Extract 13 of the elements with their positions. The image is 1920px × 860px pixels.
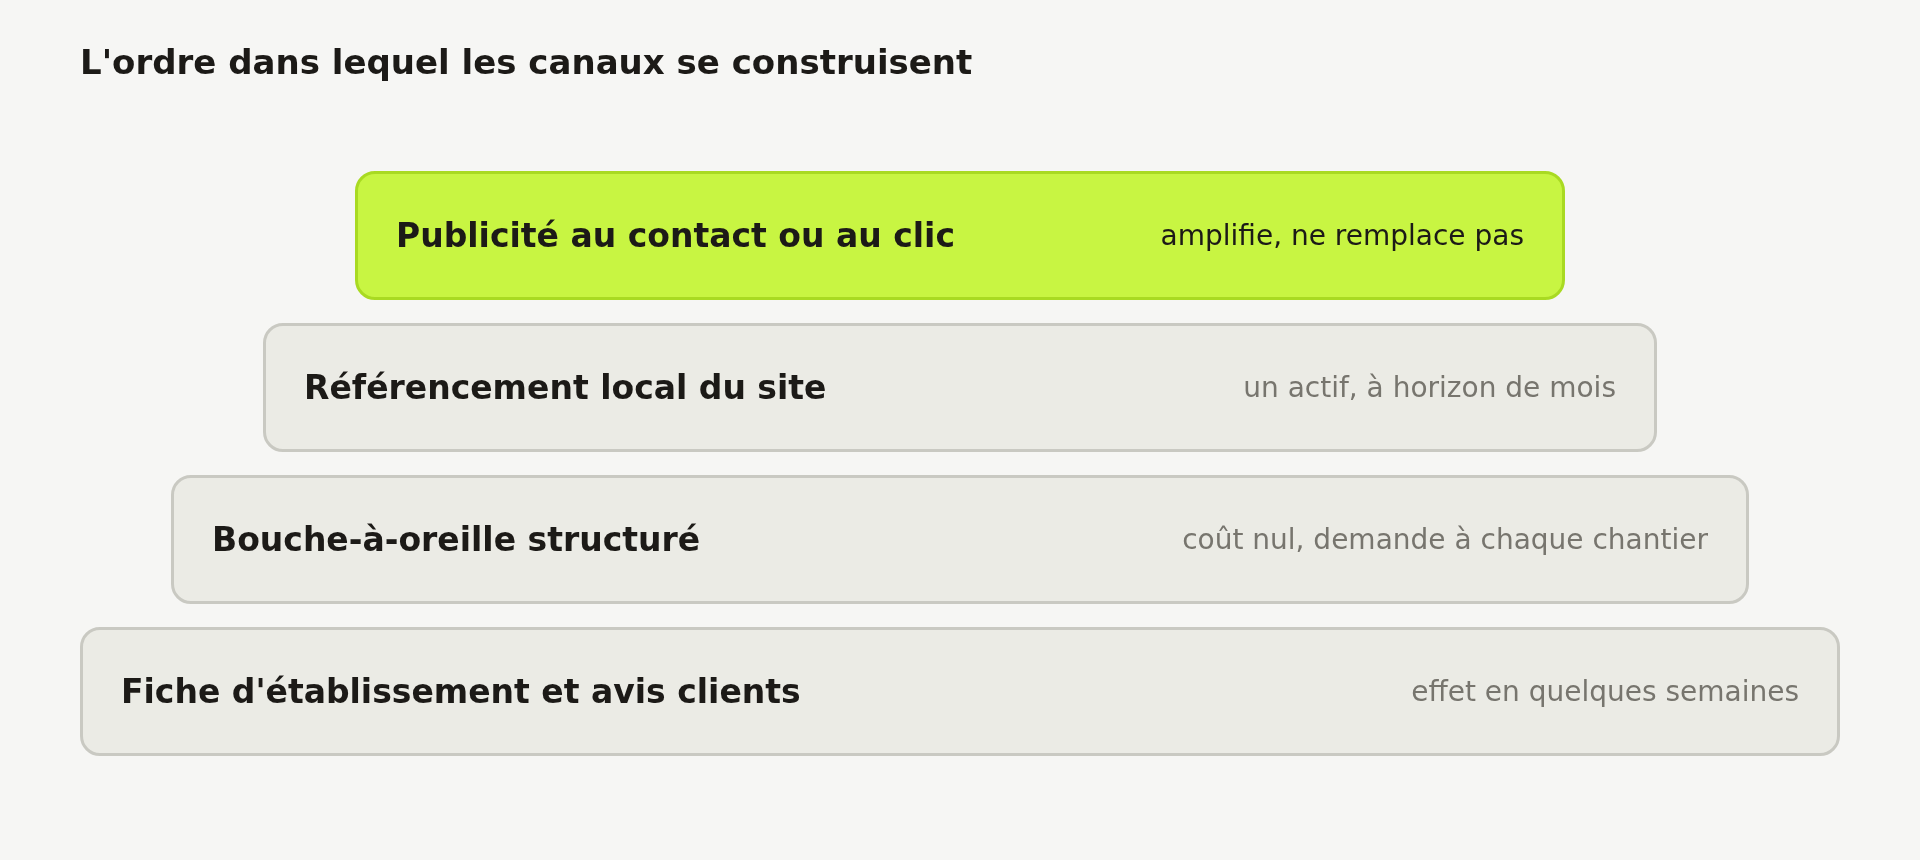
pyramid-tier [263, 323, 1657, 452]
tier-title: Bouche-à-oreille structuré [212, 520, 701, 559]
tier-note: amplifie, ne remplace pas [1160, 219, 1524, 252]
tier-title: Publicité au contact ou au clic [396, 216, 955, 255]
tier-note: un actif, à horizon de mois [1243, 371, 1616, 404]
tier-note: effet en quelques semaines [1411, 675, 1799, 708]
pyramid-tier [80, 627, 1840, 756]
pyramid-tier [171, 475, 1749, 604]
pyramid-tier [355, 171, 1565, 300]
tier-title: Référencement local du site [304, 368, 827, 407]
diagram-title: L'ordre dans lequel les canaux se construisent [80, 42, 973, 82]
tier-note: coût nul, demande à chaque chantier [1182, 523, 1708, 556]
tier-title: Fiche d'établissement et avis clients [121, 672, 801, 711]
